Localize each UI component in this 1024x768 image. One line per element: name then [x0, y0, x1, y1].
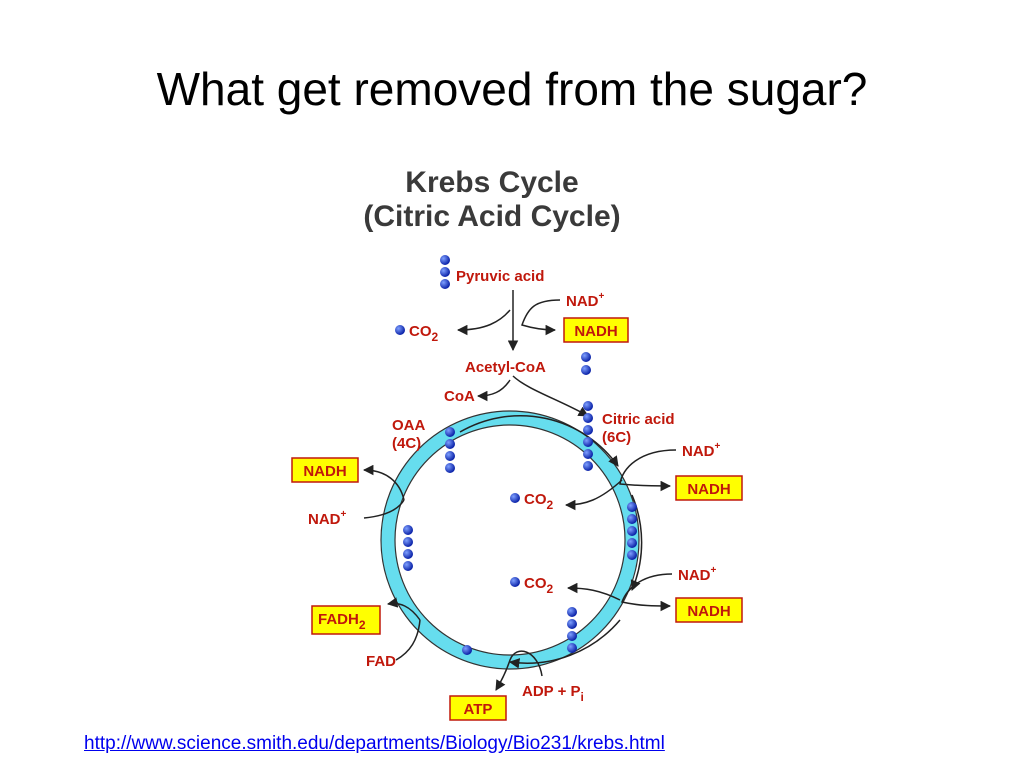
co2-carbon-mid-2 [510, 577, 520, 587]
pyruvic-acid-carbons [440, 255, 450, 289]
pyruvic-acid-label: Pyruvic acid [456, 268, 544, 285]
fadh2-label: FADH2 [318, 611, 366, 632]
acetyl-coa-carbons [581, 352, 591, 375]
right-cycle-carbons [627, 502, 637, 560]
fad-label: FAD [366, 653, 396, 670]
oaa-label-line1: OAA [392, 417, 426, 434]
adp-atp-arrow [495, 650, 543, 691]
krebs-cycle-svg: Krebs Cycle (Citric Acid Cycle) Pyruvic … [291, 166, 743, 721]
nadh-label-right-1: NADH [687, 481, 730, 498]
nadh-left-arrow [362, 464, 405, 501]
nadh-box-right-2 [675, 597, 743, 623]
nadh-box-top [563, 317, 629, 343]
source-url-link[interactable]: http://www.science.smith.edu/departments… [84, 733, 665, 754]
nadh-label-right-2: NADH [687, 603, 730, 620]
citric-acid-carbons [583, 401, 593, 471]
acetyl-coa-label: Acetyl-CoA [465, 359, 546, 376]
nadh-label-top: NADH [574, 323, 617, 340]
slide-title: What get removed from the sugar? [156, 63, 868, 115]
oaa-carbons [445, 427, 455, 473]
atp-box [449, 695, 507, 721]
krebs-cycle-diagram: Krebs Cycle (Citric Acid Cycle) Pyruvic … [270, 150, 790, 730]
nad-label-right-1: NAD+ [682, 441, 721, 460]
nadh-label-left: NADH [303, 463, 346, 480]
acetyl-to-cycle-arrow [512, 375, 589, 417]
adp-pi-label: ADP + Pi [522, 683, 584, 704]
coa-label: CoA [444, 388, 475, 405]
nadh-box-right-1 [675, 475, 743, 501]
co2-label-mid-1: CO2 [524, 491, 554, 512]
nad-label-top: NAD+ [566, 291, 605, 310]
nad-top-arrow [521, 299, 561, 336]
bottom-cycle-carbons [462, 607, 577, 655]
nad-right-2-arrow [620, 573, 673, 612]
co2-label-mid-2: CO2 [524, 575, 554, 596]
fadh2-box [311, 605, 381, 635]
nad-label-left: NAD+ [308, 509, 347, 528]
citric-acid-label-line1: Citric acid [602, 411, 675, 428]
oaa-label-line2: (4C) [392, 435, 421, 452]
fad-arrow [395, 619, 421, 661]
co2-mid-1-arrow [564, 479, 623, 511]
nad-right-1-arrow [619, 449, 677, 492]
nadh-box-left [291, 457, 359, 483]
atp-label: ATP [464, 701, 493, 718]
co2-mid-2-arrow [566, 582, 621, 601]
nad-label-right-2: NAD+ [678, 565, 717, 584]
co2-carbon-top [395, 325, 405, 335]
co2-top-arrow [456, 309, 511, 336]
co2-label-top: CO2 [409, 323, 439, 344]
left-cycle-carbons [403, 525, 413, 571]
diagram-title-line2: (Citric Acid Cycle) [363, 200, 620, 233]
coa-arrow [476, 379, 511, 402]
diagram-title-line1: Krebs Cycle [405, 166, 578, 199]
citric-acid-label-line2: (6C) [602, 429, 631, 446]
co2-carbon-mid-1 [510, 493, 520, 503]
fadh2-arrow [386, 597, 421, 621]
nad-left-arrow [363, 499, 405, 519]
